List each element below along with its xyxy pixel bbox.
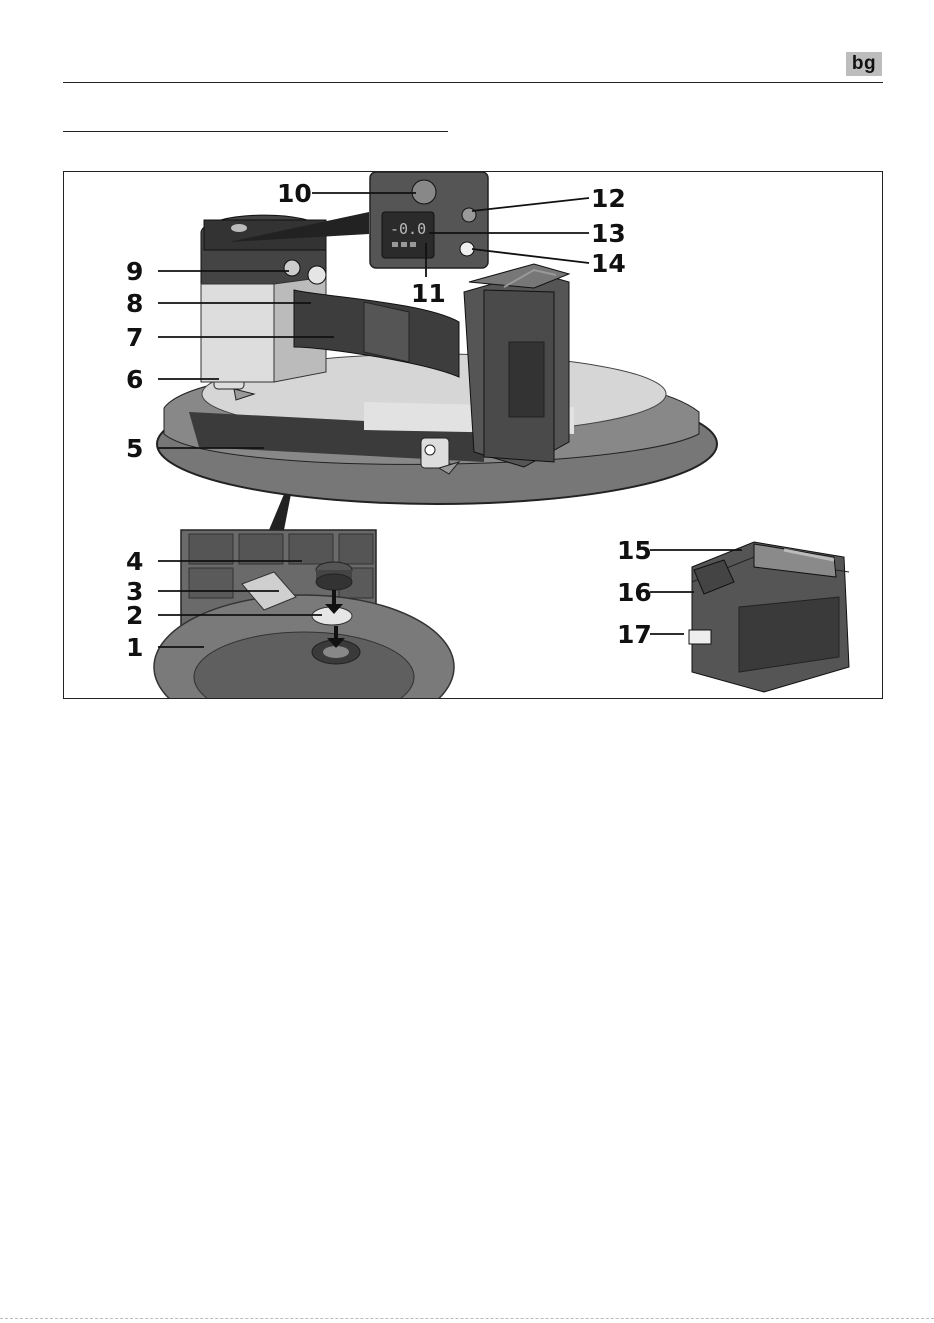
power-button-icon [412,180,436,204]
button-icon [308,266,326,284]
callout-14: 14 [591,249,626,278]
button-icon [284,260,300,276]
callout-12: 12 [591,184,626,213]
indicator-14-icon [460,242,474,256]
charge-indicator [689,630,711,644]
battery-on-unit [464,264,569,467]
svg-text:-0.0: -0.0 [390,220,426,238]
callout-2: 2 [126,601,143,630]
callout-6: 6 [126,365,143,394]
product-figure: -0.0 10 12 13 [63,171,883,699]
callout-13: 13 [591,219,626,248]
callout-9: 9 [126,257,143,286]
callout-10: 10 [277,179,312,208]
page-bottom-edge [0,1318,934,1319]
header-rule [63,82,883,83]
spare-battery-pack [689,542,849,692]
callout-1: 1 [126,633,143,662]
section-underline [63,131,448,132]
callout-11: 11 [411,279,446,308]
callout-15: 15 [617,536,652,565]
figure-illustration: -0.0 10 12 13 [64,172,883,699]
language-badge: bg [846,52,882,76]
callout-8: 8 [126,289,143,318]
callout-16: 16 [617,578,652,607]
callout-17: 17 [617,620,652,649]
callout-5: 5 [126,434,143,463]
callout-4: 4 [126,547,143,576]
callout-7: 7 [126,323,143,352]
